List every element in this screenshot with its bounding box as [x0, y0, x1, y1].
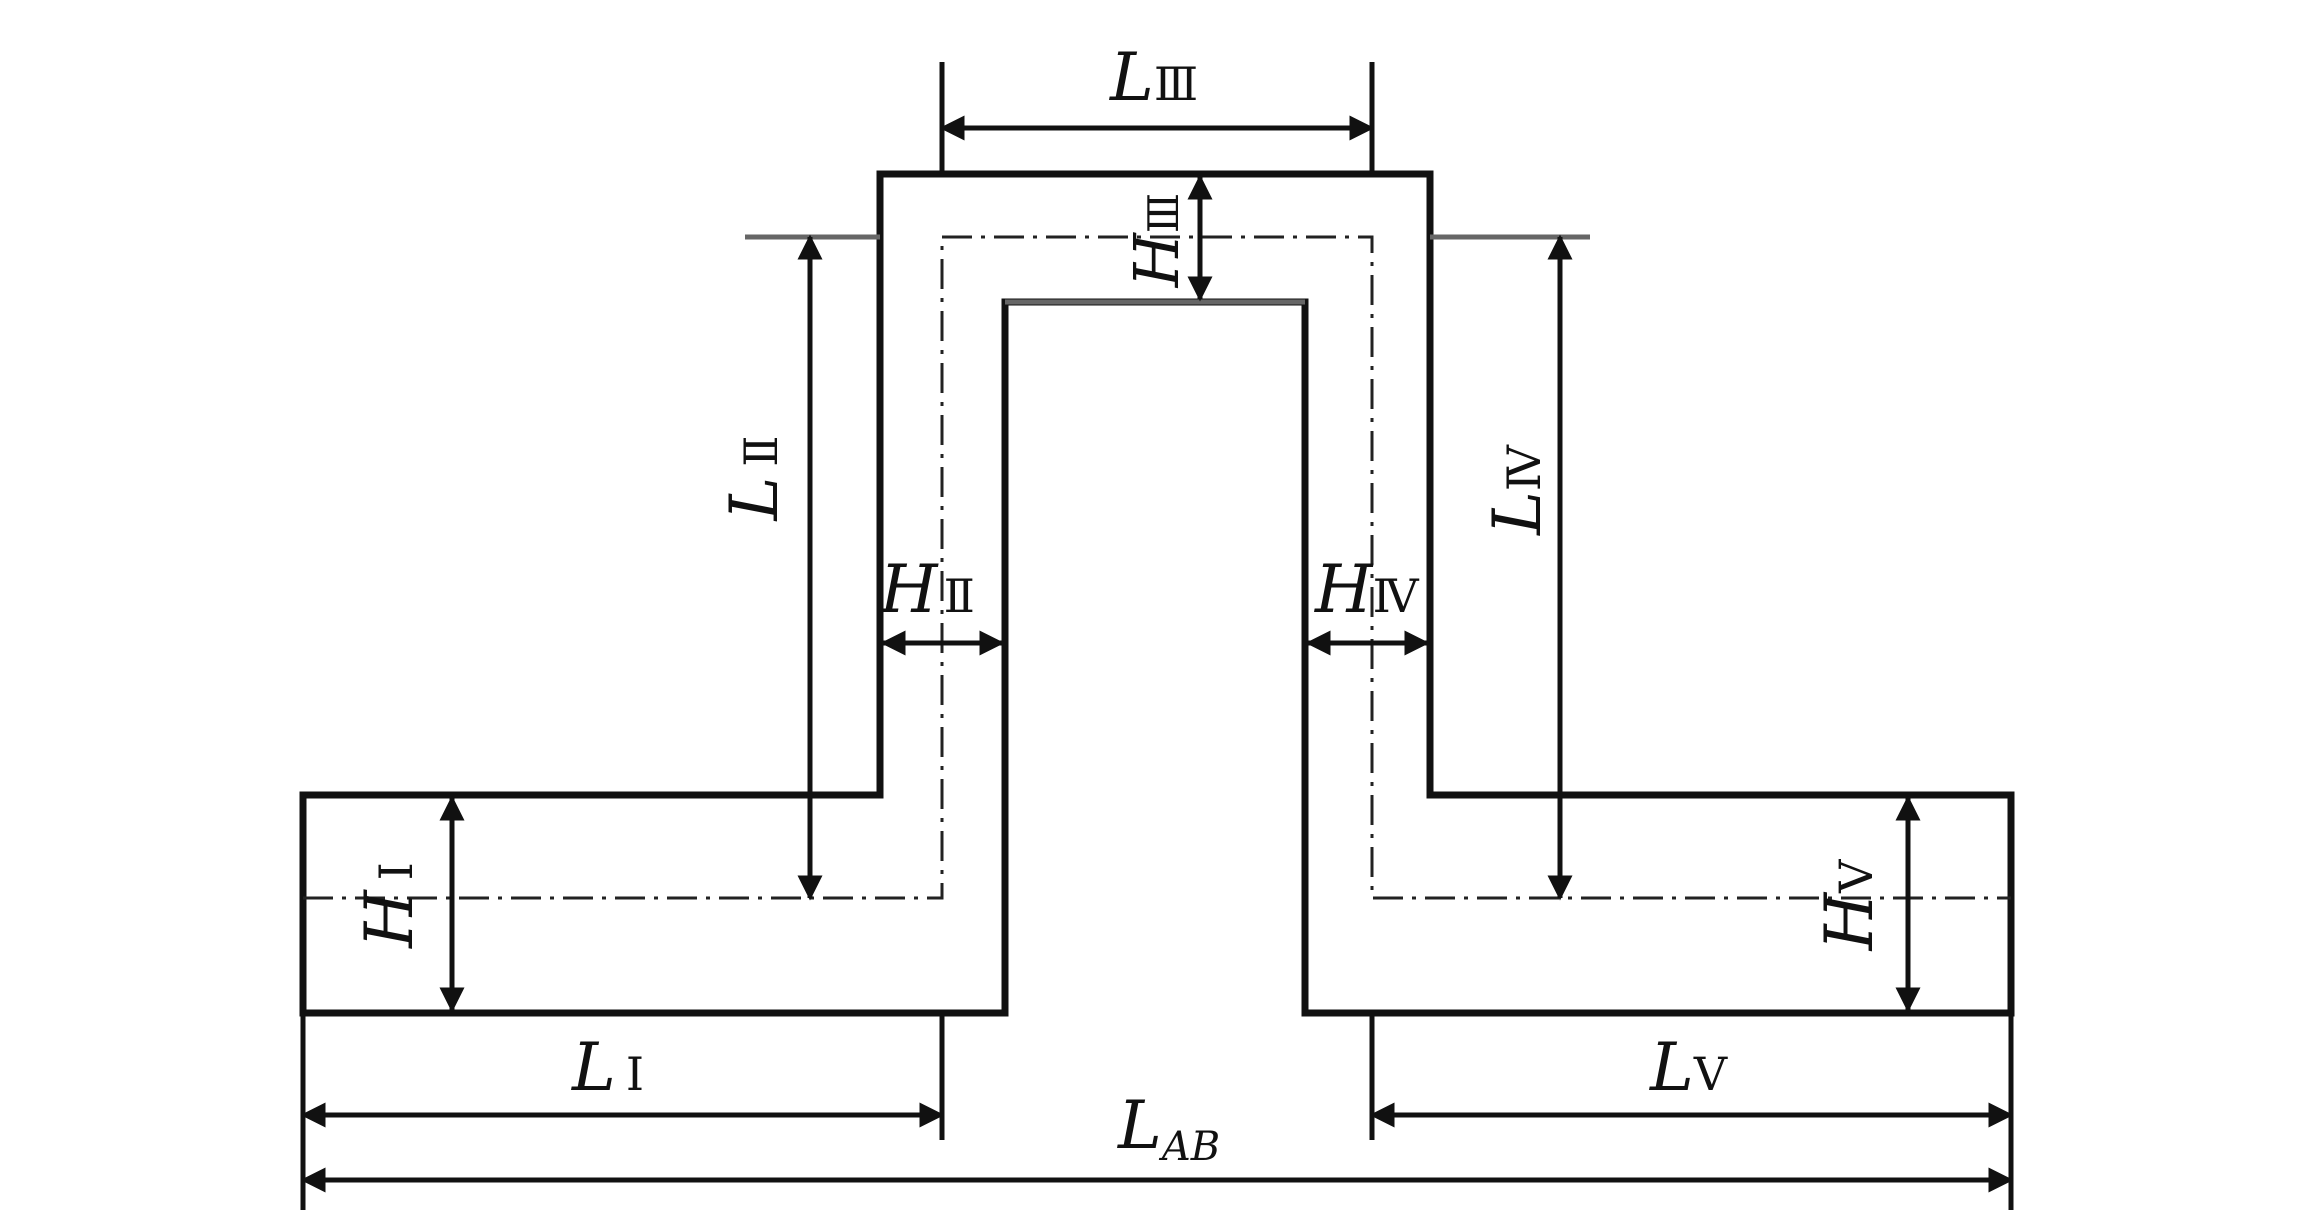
label-h5: HⅤ: [1811, 859, 1888, 952]
label-h4: HⅣ: [1314, 551, 1420, 628]
label-h3: HⅢ: [1120, 193, 1193, 289]
label-l2: LⅡ: [716, 435, 793, 521]
label-lab: LAB: [1117, 1087, 1220, 1170]
label-h1: HⅠ: [351, 862, 428, 949]
label-l5: LⅤ: [1649, 1029, 1728, 1106]
label-l4: LⅣ: [1479, 444, 1556, 536]
label-l3: LⅢ: [1109, 39, 1198, 116]
outer-outline: [299, 170, 2015, 1017]
inner-outline: [945, 298, 1375, 1017]
center-line: [303, 235, 2011, 900]
